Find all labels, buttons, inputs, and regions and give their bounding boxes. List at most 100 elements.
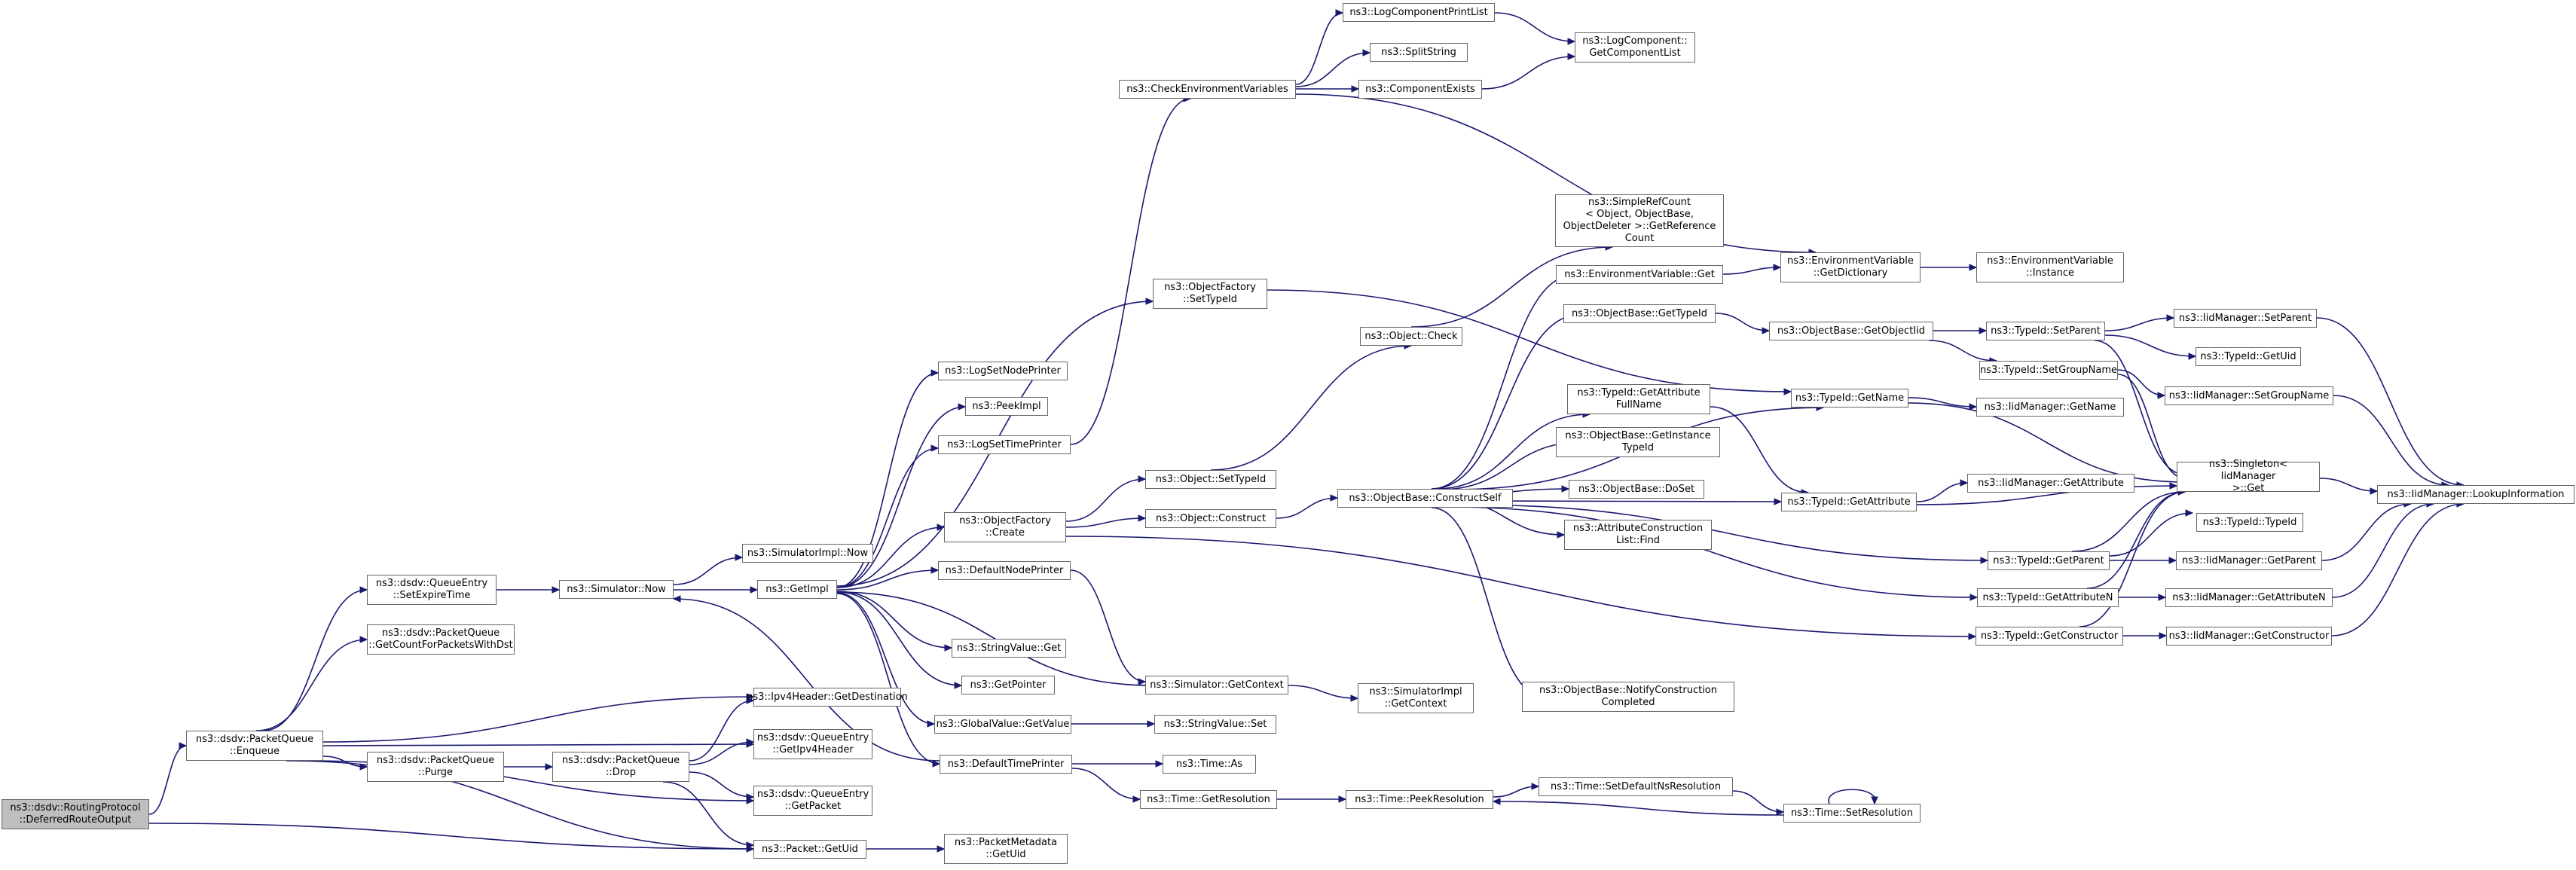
- node-simple-ref-count-get-reference-count[interactable]: ns3::SimpleRefCount < Object, ObjectBase…: [1555, 194, 1724, 247]
- call-edge-arrowhead: [930, 444, 940, 452]
- call-edge: [148, 745, 187, 815]
- node-object-set-type-id[interactable]: ns3::Object::SetTypeId: [1145, 470, 1276, 489]
- node-type-id-set-group-name[interactable]: ns3::TypeId::SetGroupName: [1979, 361, 2118, 380]
- node-object-base-construct-self[interactable]: ns3::ObjectBase::ConstructSelf: [1337, 489, 1513, 508]
- node-object-base-do-set[interactable]: ns3::ObjectBase::DoSet: [1569, 480, 1704, 499]
- call-edge: [2117, 374, 2186, 479]
- node-get-impl[interactable]: ns3::GetImpl: [757, 580, 837, 599]
- call-edge: [1431, 313, 1583, 490]
- call-edge-arrowhead: [545, 763, 554, 771]
- node-packet-get-uid[interactable]: ns3::Packet::GetUid: [753, 840, 866, 859]
- node-simulator-impl-now[interactable]: ns3::SimulatorImpl::Now: [742, 544, 873, 563]
- node-object-base-get-object-iid[interactable]: ns3::ObjectBase::GetObjectIid: [1769, 322, 1933, 340]
- call-edge: [1908, 402, 2186, 483]
- node-object-construct[interactable]: ns3::Object::Construct: [1145, 509, 1276, 528]
- call-edge-arrowhead: [2188, 353, 2197, 360]
- node-log-component-get-component-list[interactable]: ns3::LogComponent:: GetComponentList: [1575, 32, 1695, 63]
- node-iid-manager-set-group-name[interactable]: ns3::IidManager::SetGroupName: [2165, 386, 2333, 405]
- call-edge-arrowhead: [179, 742, 188, 749]
- node-type-id-get-attribute[interactable]: ns3::TypeId::GetAttribute: [1781, 493, 1917, 511]
- node-default-time-printer[interactable]: ns3::DefaultTimePrinter: [940, 755, 1072, 774]
- node-simulator-get-context[interactable]: ns3::Simulator::GetContext: [1145, 676, 1288, 694]
- node-packet-queue-enqueue[interactable]: ns3::dsdv::PacketQueue ::Enqueue: [186, 731, 323, 761]
- node-component-exists[interactable]: ns3::ComponentExists: [1358, 80, 1482, 99]
- node-iid-manager-lookup-information[interactable]: ns3::IidManager::LookupInformation: [2377, 485, 2574, 504]
- node-string-value-set[interactable]: ns3::StringValue::Set: [1154, 715, 1276, 734]
- call-edge-arrowhead: [1138, 678, 1147, 685]
- node-simulator-now[interactable]: ns3::Simulator::Now: [559, 580, 674, 599]
- node-time-get-resolution[interactable]: ns3::Time::GetResolution: [1140, 790, 1277, 809]
- node-environment-variable-get[interactable]: ns3::EnvironmentVariable::Get: [1556, 265, 1723, 284]
- node-string-value-get[interactable]: ns3::StringValue::Get: [952, 639, 1066, 658]
- node-queue-entry-get-packet[interactable]: ns3::dsdv::QueueEntry ::GetPacket: [753, 786, 872, 816]
- call-edge: [1494, 12, 1575, 42]
- node-split-string[interactable]: ns3::SplitString: [1370, 43, 1468, 62]
- node-type-id-get-uid[interactable]: ns3::TypeId::GetUid: [2196, 347, 2301, 366]
- node-time-set-resolution[interactable]: ns3::Time::SetResolution: [1783, 804, 1921, 823]
- node-packet-queue-drop[interactable]: ns3::dsdv::PacketQueue ::Drop: [552, 752, 689, 782]
- call-edge-arrowhead: [1132, 795, 1141, 803]
- node-iid-manager-get-constructor[interactable]: ns3::IidManager::GetConstructor: [2166, 627, 2332, 646]
- call-edge-arrowhead: [937, 524, 946, 531]
- node-time-as[interactable]: ns3::Time::As: [1163, 755, 1256, 774]
- node-queue-entry-set-expire-time[interactable]: ns3::dsdv::QueueEntry ::SetExpireTime: [367, 575, 497, 605]
- node-iid-manager-get-name[interactable]: ns3::IidManager::GetName: [1976, 398, 2124, 417]
- node-get-pointer[interactable]: ns3::GetPointer: [961, 676, 1055, 694]
- call-edge: [689, 700, 754, 762]
- node-queue-entry-get-ipv4-header[interactable]: ns3::dsdv::QueueEntry ::GetIpv4Header: [753, 729, 872, 759]
- node-packet-queue-get-count[interactable]: ns3::dsdv::PacketQueue ::GetCountForPack…: [367, 624, 515, 655]
- node-type-id-set-parent[interactable]: ns3::TypeId::SetParent: [1986, 322, 2105, 340]
- node-peek-impl[interactable]: ns3::PeekImpl: [965, 397, 1048, 416]
- node-iid-manager-set-parent[interactable]: ns3::IidManager::SetParent: [2174, 309, 2317, 328]
- call-edge-arrowhead: [1147, 720, 1156, 728]
- node-type-id-get-attribute-full-name[interactable]: ns3::TypeId::GetAttribute FullName: [1567, 384, 1710, 414]
- node-environment-variable-get-dictionary[interactable]: ns3::EnvironmentVariable ::GetDictionary: [1780, 252, 1921, 282]
- call-edge-arrowhead: [1155, 760, 1164, 768]
- node-check-environment-variables[interactable]: ns3::CheckEnvironmentVariables: [1119, 80, 1296, 99]
- call-edge: [1710, 406, 1809, 493]
- call-edge: [1732, 790, 1784, 813]
- node-time-peek-resolution[interactable]: ns3::Time::PeekResolution: [1346, 790, 1493, 809]
- node-packet-metadata-get-uid[interactable]: ns3::PacketMetadata ::GetUid: [944, 834, 1068, 864]
- node-type-id-get-parent[interactable]: ns3::TypeId::GetParent: [1988, 551, 2110, 570]
- node-object-base-get-instance-type-id[interactable]: ns3::ObjectBase::GetInstance TypeId: [1556, 427, 1720, 457]
- node-global-value-get-value[interactable]: ns3::GlobalValue::GetValue: [934, 715, 1071, 734]
- node-iid-manager-get-attribute[interactable]: ns3::IidManager::GetAttribute: [1967, 474, 2134, 493]
- node-object-factory-create[interactable]: ns3::ObjectFactory ::Create: [944, 512, 1066, 542]
- node-log-set-node-printer[interactable]: ns3::LogSetNodePrinter: [938, 362, 1068, 380]
- call-edge-arrowhead: [672, 595, 681, 603]
- node-environment-variable-instance[interactable]: ns3::EnvironmentVariable ::Instance: [1976, 252, 2124, 282]
- node-type-id-get-constructor[interactable]: ns3::TypeId::GetConstructor: [1976, 627, 2123, 646]
- call-edge-arrowhead: [932, 760, 941, 768]
- node-ipv4-header-get-destination[interactable]: ns3::Ipv4Header::GetDestination: [747, 688, 908, 707]
- call-edge: [2104, 334, 2196, 357]
- call-edge: [2117, 369, 2165, 396]
- call-edge: [2086, 491, 2186, 589]
- node-object-factory-set-type-id[interactable]: ns3::ObjectFactory ::SetTypeId: [1153, 279, 1267, 309]
- node-packet-queue-purge[interactable]: ns3::dsdv::PacketQueue ::Purge: [367, 752, 504, 782]
- call-edge: [1070, 569, 1146, 682]
- node-type-id-type-id[interactable]: ns3::TypeId::TypeId: [2196, 513, 2303, 532]
- node-object-base-notify-construction-completed[interactable]: ns3::ObjectBase::NotifyConstruction Comp…: [1522, 682, 1734, 712]
- node-singleton-iid-manager-get[interactable]: ns3::Singleton< IidManager >::Get: [2177, 459, 2320, 494]
- node-iid-manager-get-attribute-n[interactable]: ns3::IidManager::GetAttributeN: [2165, 588, 2333, 607]
- call-edge-arrowhead: [1960, 479, 1969, 487]
- node-object-base-get-type-id[interactable]: ns3::ObjectBase::GetTypeId: [1563, 304, 1716, 323]
- call-edge: [673, 557, 743, 585]
- node-attribute-construction-list-find[interactable]: ns3::AttributeConstruction List::Find: [1564, 520, 1712, 550]
- call-edge-arrowhead: [1531, 783, 1540, 790]
- node-object-check[interactable]: ns3::Object::Check: [1360, 327, 1462, 346]
- node-iid-manager-get-parent[interactable]: ns3::IidManager::GetParent: [2176, 551, 2322, 570]
- call-edge-arrowhead: [930, 369, 940, 377]
- node-default-node-printer[interactable]: ns3::DefaultNodePrinter: [938, 561, 1071, 580]
- call-edge: [1916, 482, 1968, 502]
- node-log-set-time-printer[interactable]: ns3::LogSetTimePrinter: [938, 435, 1071, 454]
- call-edge: [1295, 12, 1343, 85]
- node-log-component-print-list[interactable]: ns3::LogComponentPrintList: [1343, 3, 1495, 22]
- call-edge: [2104, 317, 2174, 331]
- node-type-id-get-attribute-n[interactable]: ns3::TypeId::GetAttributeN: [1977, 588, 2119, 607]
- node-time-set-default-ns-resolution[interactable]: ns3::Time::SetDefaultNsResolution: [1539, 777, 1733, 796]
- node-simulator-impl-get-context[interactable]: ns3::SimulatorImpl ::GetContext: [1358, 683, 1474, 713]
- node-type-id-get-name[interactable]: ns3::TypeId::GetName: [1791, 389, 1908, 408]
